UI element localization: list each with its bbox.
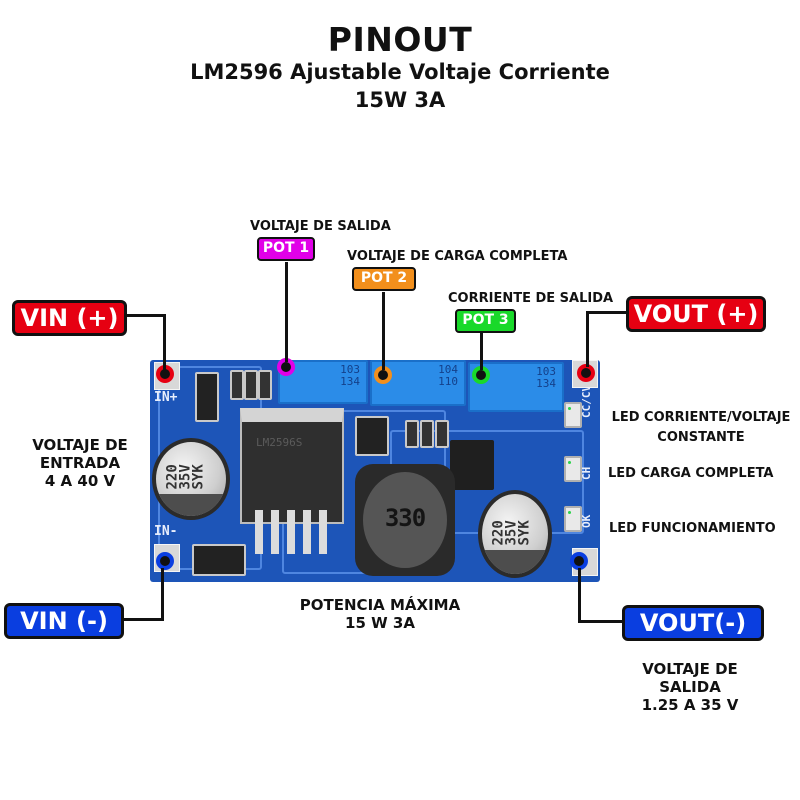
vin-minus-marker — [156, 552, 174, 570]
max-power-note: POTENCIA MÁXIMA 15 W 3A — [270, 596, 490, 632]
sot-regulator — [355, 416, 389, 456]
pot2-marking: 104 — [438, 363, 458, 376]
leader-line — [578, 620, 624, 623]
page-subtitle: LM2596 Ajustable Voltaje Corriente — [190, 60, 610, 84]
output-capacitor: 220 35V SYK — [478, 490, 552, 578]
leader-line — [122, 618, 164, 621]
vin-plus-tag: VIN (+) — [12, 300, 127, 336]
smd-resistor — [244, 370, 258, 400]
pot3-function-label: CORRIENTE DE SALIDA — [448, 291, 614, 306]
leader-line — [586, 311, 628, 314]
led-ch-description: LED CARGA COMPLETA — [608, 466, 774, 481]
vout-minus-tag: VOUT(-) — [622, 605, 764, 641]
leader-line — [586, 311, 589, 367]
pcb-board: IN+ IN- 220 35V SYK LM2596S 103 134 104 … — [150, 360, 600, 582]
diode-component — [192, 544, 246, 576]
pot3-marking-2: 134 — [536, 377, 556, 390]
note-line: POTENCIA MÁXIMA — [299, 596, 461, 614]
lm2596-ic: LM2596S — [240, 408, 344, 524]
capacitor-band — [156, 493, 226, 516]
led-ok — [564, 506, 582, 532]
leader-line — [163, 314, 166, 370]
smd-resistor — [230, 370, 244, 400]
pot1-marking: 103 — [340, 363, 360, 376]
input-capacitor: 220 35V SYK — [152, 438, 230, 520]
silk-ch: CH — [580, 466, 593, 480]
pot2-function-label: VOLTAJE DE CARGA COMPLETA — [347, 249, 568, 264]
ic-pin — [303, 510, 311, 554]
leader-line — [382, 292, 385, 370]
pot1-tag: POT 1 — [257, 237, 315, 261]
pot2-tag: POT 2 — [352, 267, 416, 291]
silk-in-minus: IN- — [154, 524, 178, 539]
input-voltage-note: VOLTAJE DE ENTRADA 4 A 40 V — [0, 436, 160, 490]
capacitor-band — [482, 550, 548, 574]
output-voltage-note: VOLTAJE DE SALIDA 1.25 A 35 V — [600, 660, 780, 714]
note-line: VOLTAJE DE — [32, 436, 128, 454]
inductor-marking: 330 — [384, 504, 426, 532]
ic-marking: LM2596S — [256, 436, 303, 449]
silk-in-plus: IN+ — [154, 390, 178, 405]
led-cc-cv — [564, 402, 582, 428]
leader-line — [578, 568, 581, 623]
silk-cc-cv: CC/CV — [580, 384, 593, 418]
smd-resistor — [405, 420, 419, 448]
ic-pin — [287, 510, 295, 554]
vout-plus-tag: VOUT (+) — [626, 296, 766, 332]
led-ch — [564, 456, 582, 482]
pot1-marking-2: 134 — [340, 375, 360, 388]
pot2-marking-2: 110 — [438, 375, 458, 388]
leader-line — [126, 314, 166, 317]
diode-component — [195, 372, 219, 422]
ic-pin — [255, 510, 263, 554]
note-line: 4 A 40 V — [44, 472, 116, 490]
pot3-marking: 103 — [536, 365, 556, 378]
pot3-tag: POT 3 — [455, 309, 516, 333]
page-title: PINOUT — [327, 20, 473, 59]
ic-pin — [271, 510, 279, 554]
ic-pin — [319, 510, 327, 554]
smd-resistor — [435, 420, 449, 448]
leader-line — [480, 333, 483, 370]
note-line: SALIDA — [659, 678, 721, 696]
leader-line — [285, 262, 288, 362]
pot1-function-label: VOLTAJE DE SALIDA — [250, 219, 391, 234]
leader-line — [161, 568, 164, 621]
smd-resistor — [258, 370, 272, 400]
silk-ok: OK — [580, 514, 593, 528]
note-line: VOLTAJE DE — [642, 660, 738, 678]
note-line: 1.25 A 35 V — [641, 696, 739, 714]
control-ic — [450, 440, 494, 490]
cap-brand: SYK — [516, 520, 533, 546]
note-line: ENTRADA — [39, 454, 121, 472]
smd-resistor — [420, 420, 434, 448]
vin-minus-tag: VIN (-) — [4, 603, 124, 639]
power-rating-title: 15W 3A — [354, 88, 446, 112]
led-ok-description: LED FUNCIONAMIENTO — [609, 521, 776, 536]
note-line: 15 W 3A — [345, 614, 415, 632]
cap-brand: SYK — [190, 464, 207, 490]
inductor: 330 — [355, 464, 455, 576]
